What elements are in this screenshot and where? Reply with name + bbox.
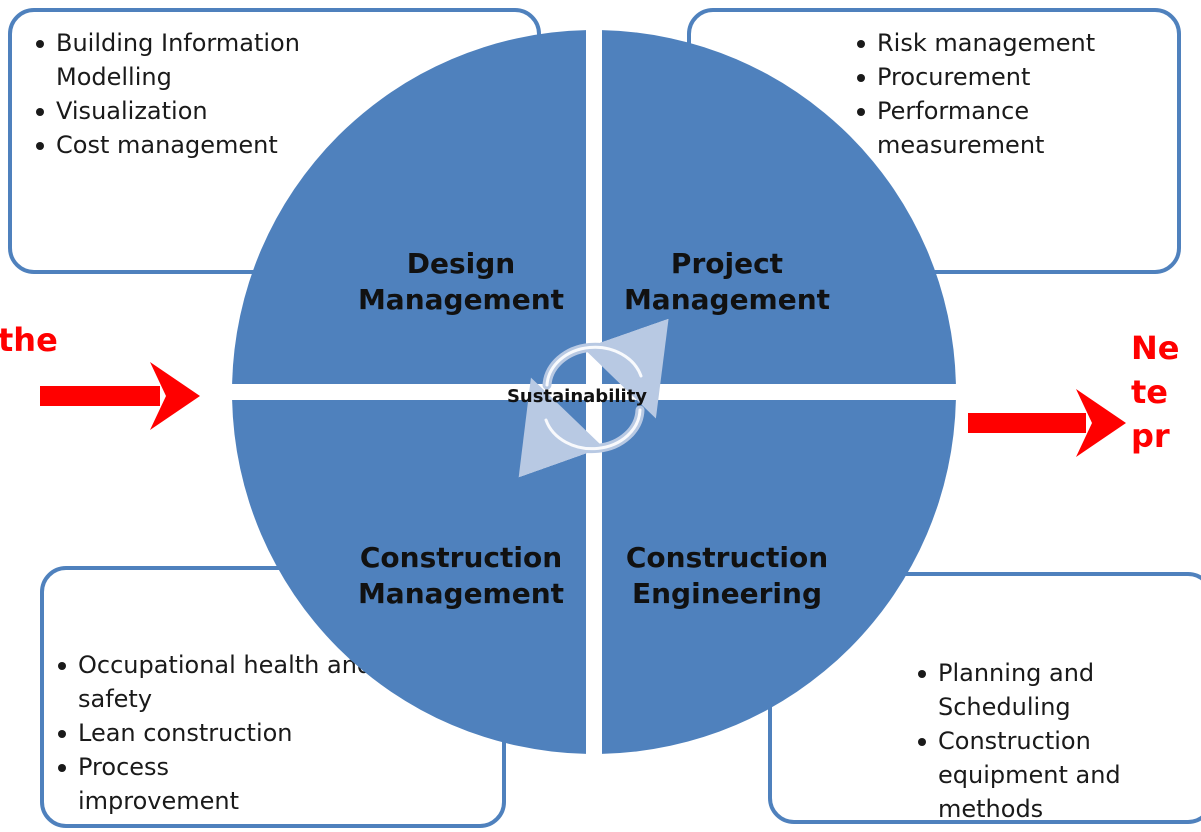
label-design-management: Design Management [357,247,565,316]
left-side-text: the [0,321,58,359]
bullet-item: Cost management [32,128,356,162]
quadrant-design-management [232,30,586,384]
quadrant-project-management [602,30,956,384]
bottom-right-bullet-list: Planning and Scheduling Construction equ… [914,656,1158,826]
center-label: Sustainability [506,386,648,407]
label-project-management: Project Management [623,247,831,316]
bullet-item: Lean construction [54,716,378,750]
left-red-arrow [40,362,200,430]
quadrant-construction-management [232,400,586,754]
bullet-item: Performance measurement [853,94,1097,162]
bullet-item: Construction equipment and methods [914,724,1158,826]
bullet-item: Planning and Scheduling [914,656,1138,724]
right-side-text: Ne te pr [1131,329,1180,455]
bottom-left-bullet-list: Occupational health and safety Lean cons… [54,648,378,818]
bullet-item: Visualization [32,94,356,128]
bullet-item: Procurement [853,60,1097,94]
quadrant-construction-engineering [602,400,956,754]
top-left-bullet-list: Building Information Modelling Visualiza… [32,26,356,162]
label-construction-management: Construction Management [357,541,565,610]
top-right-bullet-list: Risk management Procurement Performance … [853,26,1097,162]
bullet-item: Occupational health and safety [54,648,378,716]
label-construction-engineering: Construction Engineering [625,541,829,610]
bullet-item: Building Information Modelling [32,26,356,94]
bullet-item: Process improvement [54,750,278,818]
right-red-arrow [968,389,1126,457]
bottom-right-box: Planning and Scheduling Construction equ… [768,572,1201,824]
bullet-item: Risk management [853,26,1097,60]
